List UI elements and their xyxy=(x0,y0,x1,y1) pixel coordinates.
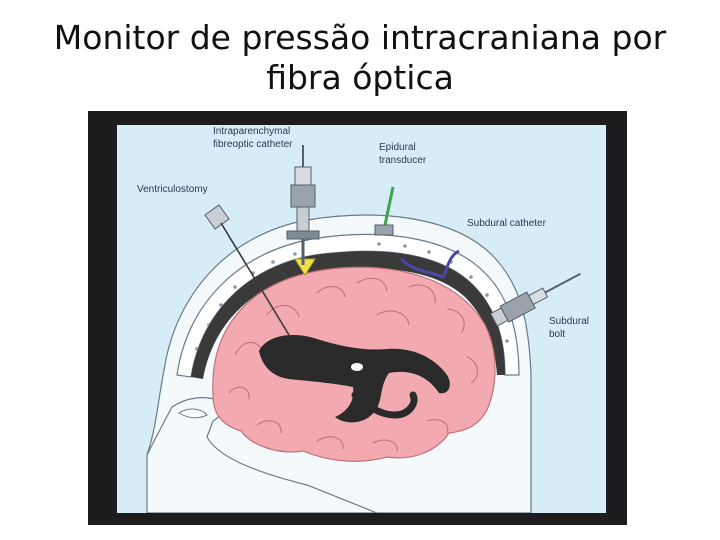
label-subdural-bolt: Subdural bolt xyxy=(549,315,589,341)
diagram-panel: Intraparenchymal fibreoptic catheter Epi… xyxy=(117,125,606,513)
slide-title: Monitor de pressão intracraniana por fib… xyxy=(40,18,680,98)
label-ventriculostomy: Ventriculostomy xyxy=(137,183,208,196)
label-intraparenchymal: Intraparenchymal fibreoptic catheter xyxy=(213,125,293,151)
label-epidural: Epidural transducer xyxy=(379,141,426,167)
label-subdural-catheter: Subdural catheter xyxy=(467,217,546,230)
epidural-transducer xyxy=(375,187,393,235)
diagram-frame: Intraparenchymal fibreoptic catheter Epi… xyxy=(88,111,627,525)
septum-highlight xyxy=(351,363,363,371)
